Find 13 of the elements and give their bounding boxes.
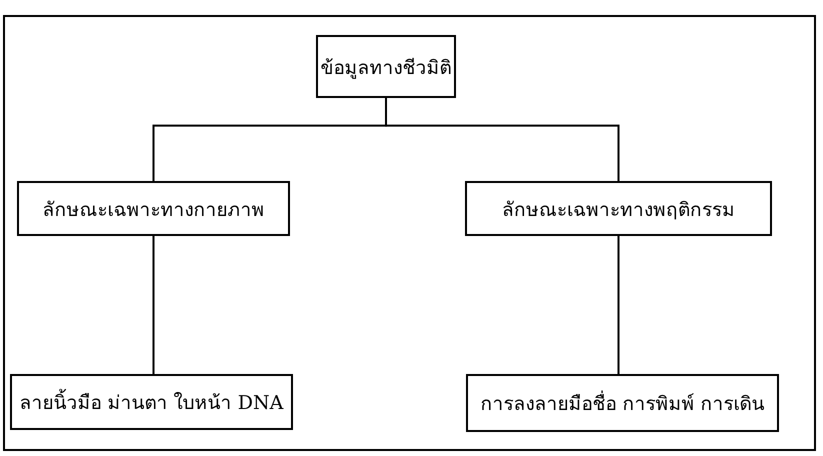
connector-line	[385, 98, 620, 181]
connector-line	[618, 236, 620, 374]
text-box	[466, 374, 779, 432]
box-label: การลงลายมือชื่อ การพิมพ์ การเดิน	[480, 388, 765, 418]
box-label: ลักษณะเฉพาะทางกายภาพ	[42, 198, 264, 222]
connector-line	[152, 236, 154, 374]
box-label: ลักษณะเฉพาะทางพฤติกรรม	[502, 198, 735, 222]
text-box	[17, 181, 290, 236]
box-label: ข้อมูลทางชีวมิติ	[320, 56, 452, 81]
text-box	[316, 35, 456, 98]
box-label: ลายนิ้วมือ ม่านตา ใบหน้า DNA	[20, 387, 284, 417]
text-box	[10, 374, 293, 430]
text-box	[465, 181, 772, 236]
